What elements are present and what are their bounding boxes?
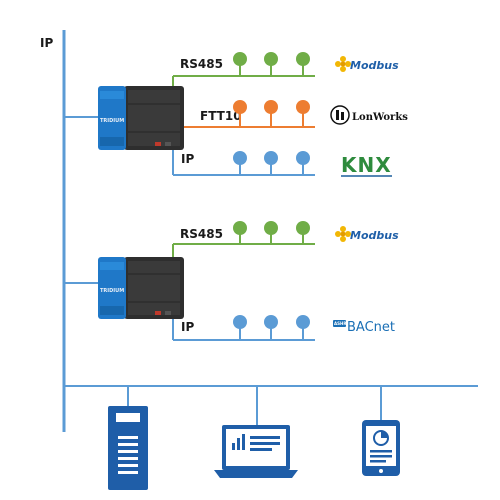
laptop-chart-bar (237, 438, 240, 450)
controller-1-blue-top (100, 91, 124, 99)
c2-ip-nodes (233, 315, 310, 340)
modbus-logo-icon: Modbus (335, 226, 399, 242)
c1-ip-label: IP (181, 152, 194, 166)
ftt10-node (296, 100, 310, 114)
c2-ip-label: IP (181, 320, 194, 334)
rs485-node (264, 52, 278, 66)
laptop-text-line (250, 442, 280, 445)
rs485-node (233, 221, 247, 235)
ip-node (264, 315, 278, 329)
tablet-pie-slice (381, 431, 388, 438)
laptop-screen (226, 429, 286, 466)
server-slot (118, 443, 138, 446)
controller-2-panel (128, 261, 180, 315)
controller-1-blue-bottom (100, 137, 124, 146)
laptop-chart-bar (232, 443, 235, 450)
tablet-home-button (379, 469, 383, 473)
modbus-logo-text: Modbus (350, 229, 399, 242)
ip-node (233, 315, 247, 329)
server-slot (118, 436, 138, 439)
rs485-node (233, 52, 247, 66)
rs485-node (296, 221, 310, 235)
ip-node (296, 151, 310, 165)
modbus-logo-icon: Modbus (335, 56, 399, 72)
server-slot (118, 464, 138, 467)
c2-rs485-label: RS485 (180, 227, 223, 241)
server-icon (108, 406, 148, 490)
ip-node (233, 151, 247, 165)
laptop-icon (214, 425, 298, 478)
controller-1: TRIDIUM (98, 86, 184, 150)
controller-1-connector (155, 142, 161, 146)
c1-ftt10-label: FTT10 (200, 109, 242, 123)
tablet-text-line (370, 455, 392, 458)
controller-1-panel (128, 90, 180, 146)
tablet-icon (362, 420, 400, 476)
server-body (108, 406, 148, 490)
ip-node (264, 151, 278, 165)
c2-rs485-nodes (233, 221, 310, 244)
controller-1-blue-module (98, 86, 126, 150)
lonworks-logo-icon: LonWorks (330, 105, 408, 125)
server-drive-bay (116, 413, 140, 422)
controller-2-connector (165, 311, 171, 315)
bacnet-logo-text: BACnet (347, 320, 395, 335)
c1-rs485-nodes (233, 52, 310, 76)
laptop-base (214, 470, 298, 478)
ip-backbone-label: IP (40, 36, 53, 50)
laptop-text-line (250, 436, 280, 439)
server-slot (118, 450, 138, 453)
tablet-text-line (370, 460, 386, 463)
laptop-text-line (250, 448, 272, 451)
c1-ftt10-nodes (233, 100, 310, 127)
server-slot (118, 471, 138, 474)
lonworks-logo-text: LonWorks (352, 112, 408, 123)
c1-ip-nodes (233, 151, 310, 175)
rs485-node (264, 221, 278, 235)
controller-1-connector (165, 142, 171, 146)
controller-2-blue-bottom (100, 306, 124, 315)
c1-rs485-label: RS485 (180, 57, 223, 71)
server-slot (118, 457, 138, 460)
controller-2-brand: TRIDIUM (100, 288, 124, 294)
controller-2-blue-module (98, 257, 126, 319)
knx-logo-text: KNX (341, 153, 392, 177)
ftt10-node (233, 100, 247, 114)
ftt10-node (264, 100, 278, 114)
ip-node (296, 315, 310, 329)
controller-2-connector (155, 311, 161, 315)
modbus-logo-text: Modbus (350, 59, 399, 72)
controller-2: TRIDIUM (98, 257, 184, 319)
knx-logo-icon: KNX (341, 153, 392, 177)
bacnet-badge-text: ASHRAE (334, 321, 353, 326)
controller-1-brand: TRIDIUM (100, 118, 124, 124)
rs485-node (296, 52, 310, 66)
controller-2-blue-top (100, 262, 124, 270)
bacnet-logo-icon: ASHRAE BACnet (333, 320, 395, 335)
laptop-chart-bar (242, 434, 245, 450)
tablet-text-line (370, 450, 392, 453)
